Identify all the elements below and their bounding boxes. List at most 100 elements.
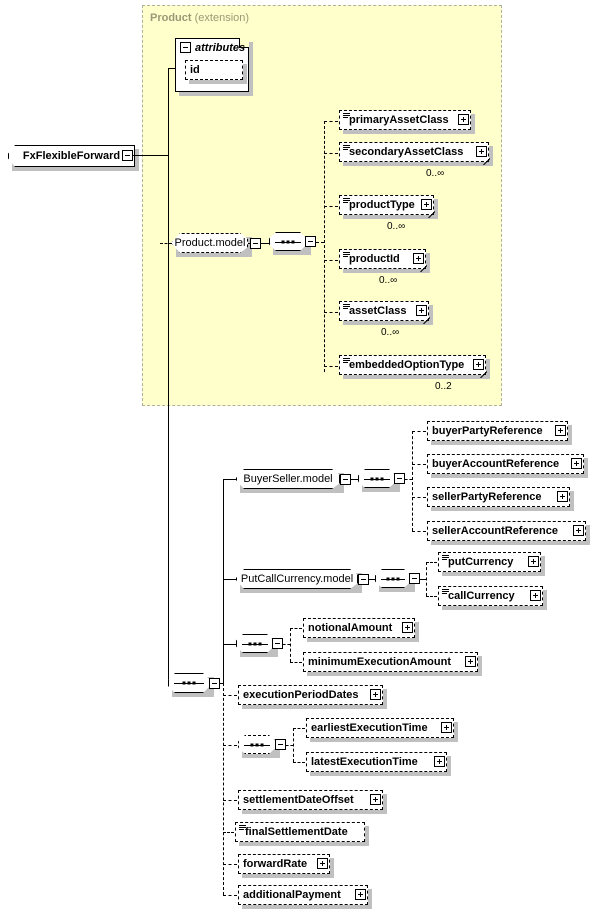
- secondaryassetclass-multiplicity: 0..∞: [426, 168, 445, 179]
- element-productid[interactable]: productId: [339, 249, 426, 269]
- root-connector-line: [133, 155, 168, 156]
- root-element-box[interactable]: FxFlexibleForward: [8, 145, 135, 167]
- additionalpayment-expander-plus[interactable]: [355, 889, 366, 900]
- element-finalsettlementdate[interactable]: finalSettlementDate: [235, 822, 365, 842]
- root-element-label: FxFlexibleForward: [22, 149, 121, 162]
- element-forwardrate[interactable]: forwardRate: [238, 854, 330, 874]
- sellerpartyreference-expander-plus[interactable]: [557, 491, 568, 502]
- notionalamount-expander-plus[interactable]: [402, 622, 413, 633]
- element-producttype[interactable]: productType: [339, 195, 434, 215]
- product-model-expander-minus[interactable]: [250, 238, 261, 249]
- main-sequence-connector[interactable]: [168, 673, 210, 693]
- putcallcurrency-sequence-expander-minus[interactable]: [409, 573, 420, 584]
- sequence-icon: [239, 825, 246, 830]
- buyeraccountreference-expander-plus[interactable]: [571, 458, 582, 469]
- child-line-executionperioddates: [223, 695, 237, 696]
- putcallcurrency-expander-minus[interactable]: [358, 574, 369, 585]
- element-additionalpayment[interactable]: additionalPayment: [238, 885, 368, 905]
- secondary-spine-vertical-dashed: [223, 683, 224, 895]
- primaryassetclass-expander-plus[interactable]: [458, 114, 469, 125]
- child-line-latestexecutiontime: [293, 762, 305, 763]
- executiontime-children-stub: [286, 745, 293, 746]
- child-line-minimumexecutionamount: [290, 662, 302, 663]
- putcallcurrency-sequence-link: [369, 579, 375, 580]
- latestexecutiontime-expander-plus[interactable]: [434, 756, 445, 767]
- productid-expander-plus[interactable]: [413, 253, 424, 264]
- element-embeddedoptiontype[interactable]: embeddedOptionType: [339, 355, 486, 375]
- element-buyerpartyreference[interactable]: buyerPartyReference: [427, 421, 568, 441]
- assetclass-expander-plus[interactable]: [416, 305, 427, 316]
- buyerseller-expander-minus[interactable]: [340, 474, 351, 485]
- executionperioddates-expander-plus[interactable]: [370, 689, 381, 700]
- element-minimumexecutionamount[interactable]: minimumExecutionAmount: [303, 652, 478, 672]
- element-notionalamount[interactable]: notionalAmount: [303, 618, 415, 638]
- amount-sequence-expander-minus[interactable]: [272, 638, 283, 649]
- callcurrency-label: callCurrency: [448, 589, 515, 602]
- embeddedoptiontype-multiplicity: 0..2: [435, 381, 452, 392]
- element-sellerpartyreference[interactable]: sellerPartyReference: [427, 487, 570, 507]
- secondaryassetclass-expander-plus[interactable]: [476, 146, 487, 157]
- amount-sequence-connector-line: [223, 644, 236, 645]
- secondaryassetclass-label: secondaryAssetClass: [349, 145, 464, 158]
- minimumexecutionamount-expander-plus[interactable]: [465, 656, 476, 667]
- putcallcurrency-sequence-connector[interactable]: [375, 569, 411, 588]
- product-sequence-dots: [282, 240, 295, 243]
- child-line-productid: [324, 260, 338, 261]
- product-sequence-expander-minus[interactable]: [305, 236, 316, 247]
- product-model-box[interactable]: Product.model: [172, 233, 248, 253]
- product-model-to-expander: [248, 243, 250, 244]
- additionalpayment-label: additionalPayment: [243, 888, 341, 901]
- element-assetclass[interactable]: assetClass: [339, 301, 429, 321]
- element-selleraccountreference[interactable]: sellerAccountReference: [427, 521, 586, 541]
- element-primaryassetclass[interactable]: primaryAssetClass: [339, 110, 471, 130]
- product-children-stub: [316, 242, 324, 243]
- main-sequence-expander-minus[interactable]: [209, 678, 220, 689]
- buyerseller-model-label: BuyerSeller.model: [243, 472, 333, 485]
- embeddedoptiontype-label: embeddedOptionType: [349, 358, 465, 371]
- executiontime-sequence-expander-minus[interactable]: [275, 739, 286, 750]
- putcallcurrency-connector-line: [223, 579, 236, 580]
- attribute-id-box[interactable]: id: [185, 60, 243, 80]
- element-latestexecutiontime[interactable]: latestExecutionTime: [306, 752, 447, 772]
- selleraccountreference-expander-plus[interactable]: [573, 525, 584, 536]
- child-line-settlementdateoffset: [223, 800, 237, 801]
- attributes-expander-minus[interactable]: [180, 42, 191, 53]
- forwardrate-expander-plus[interactable]: [317, 858, 328, 869]
- putcallcurrency-model-box[interactable]: PutCallCurrency.model: [236, 569, 358, 589]
- buyerseller-sequence-connector[interactable]: [358, 469, 396, 488]
- callcurrency-expander-plus[interactable]: [530, 590, 541, 601]
- product-sequence-connector[interactable]: [269, 232, 307, 251]
- element-buyeraccountreference[interactable]: buyerAccountReference: [427, 454, 584, 474]
- child-line-producttype: [324, 206, 338, 207]
- element-secondaryassetclass[interactable]: secondaryAssetClass: [339, 142, 489, 162]
- element-putcurrency[interactable]: putCurrency: [438, 552, 541, 572]
- buyerseller-connector-line: [223, 479, 236, 480]
- buyerseller-sequence-expander-minus[interactable]: [394, 473, 405, 484]
- element-earliestexecutiontime[interactable]: earliestExecutionTime: [306, 718, 454, 738]
- buyerseller-sequence-dots: [371, 477, 384, 480]
- sequence-icon: [343, 198, 350, 203]
- settlementdateoffset-expander-plus[interactable]: [370, 794, 381, 805]
- buyerseller-model-box[interactable]: BuyerSeller.model: [236, 469, 340, 489]
- productid-multiplicity: 0..∞: [379, 275, 398, 286]
- root-expander-minus[interactable]: [122, 150, 133, 161]
- main-sequence-dots: [183, 682, 196, 685]
- putcurrency-expander-plus[interactable]: [528, 556, 539, 567]
- assetclass-label: assetClass: [349, 304, 407, 317]
- child-line-additionalpayment: [223, 895, 237, 896]
- element-settlementdateoffset[interactable]: settlementDateOffset: [238, 790, 383, 810]
- sequence-icon: [343, 304, 350, 309]
- embeddedoptiontype-expander-plus[interactable]: [473, 359, 484, 370]
- producttype-expander-plus[interactable]: [421, 199, 432, 210]
- child-line-primaryassetclass: [324, 121, 338, 122]
- primaryassetclass-label: primaryAssetClass: [349, 113, 449, 126]
- executiontime-sequence-connector[interactable]: [238, 735, 276, 754]
- child-line-sellerpartyreference: [412, 497, 426, 498]
- earliestexecutiontime-expander-plus[interactable]: [441, 722, 452, 733]
- buyerpartyreference-expander-plus[interactable]: [555, 425, 566, 436]
- element-executionperioddates[interactable]: executionPeriodDates: [238, 685, 383, 705]
- child-line-secondaryassetclass: [324, 153, 338, 154]
- element-callcurrency[interactable]: callCurrency: [438, 586, 543, 606]
- amount-sequence-connector[interactable]: [236, 634, 274, 653]
